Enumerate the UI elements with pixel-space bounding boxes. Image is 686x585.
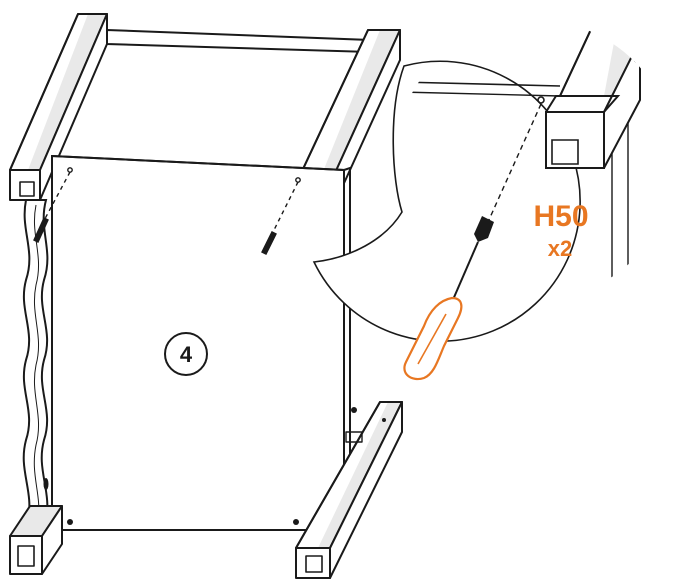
top-back-rail [106, 28, 371, 54]
step-number: 4 [180, 342, 193, 367]
part-code: H50 [533, 200, 588, 233]
screwdriver-icon [403, 216, 494, 381]
step-badge: 4 [164, 332, 208, 376]
part-quantity: x2 [548, 236, 572, 261]
top-left-rail [9, 13, 108, 201]
bottom-left-rail [9, 505, 63, 575]
part-callout: H50 x2 [533, 200, 588, 261]
screw-icon [33, 171, 299, 255]
side-panel [22, 199, 49, 524]
bottom-right-rail [295, 401, 403, 579]
